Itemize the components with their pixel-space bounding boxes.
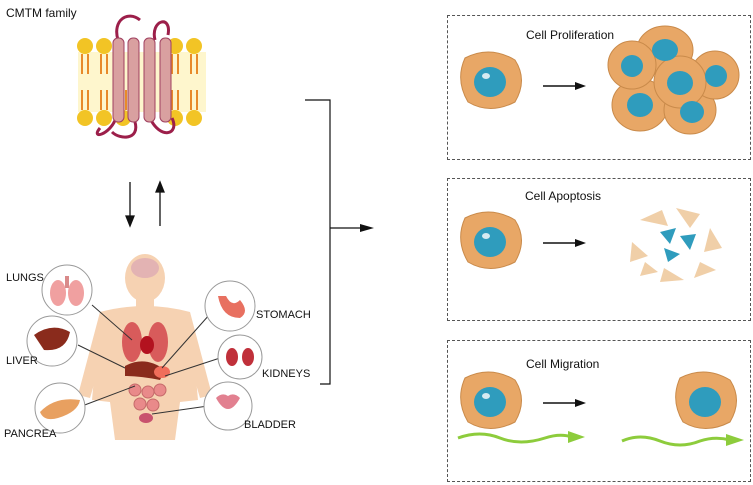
panel-cell-apoptosis: Cell Apoptosis <box>447 178 751 321</box>
pancreas-icon <box>34 382 86 434</box>
organ-label-bladder: BLADDER <box>244 419 296 431</box>
proliferation-single-cell <box>460 51 522 109</box>
migration-path-left <box>457 431 585 444</box>
liver-icon <box>26 315 78 367</box>
migration-end-cell <box>675 371 737 429</box>
organ-label-lungs: LUNGS <box>6 272 44 284</box>
bracket-arrowhead <box>360 224 374 232</box>
cell-membrane <box>77 38 206 126</box>
membrane-title: CMTM family <box>6 6 77 20</box>
kidneys-icon <box>217 334 263 380</box>
bladder-icon <box>203 381 253 431</box>
apoptotic-cell-fragments <box>630 208 722 282</box>
internal-organs <box>122 322 170 423</box>
cmtm-protein <box>95 14 176 139</box>
migration-start-cell <box>460 371 522 429</box>
brain <box>131 258 159 278</box>
apoptosis-arrow <box>543 239 586 247</box>
migration-path-right <box>621 434 744 447</box>
panel-cell-proliferation: Cell Proliferation <box>447 15 751 160</box>
lungs-icon <box>41 264 93 316</box>
panel-title-migration: Cell Migration <box>526 357 600 371</box>
organ-label-liver: LIVER <box>6 355 38 367</box>
panel-cell-migration: Cell Migration <box>447 340 751 482</box>
organ-label-stomach: STOMACH <box>256 309 311 321</box>
proliferation-arrow <box>543 82 586 90</box>
stomach-icon <box>204 280 256 332</box>
apoptosis-single-cell <box>460 211 522 269</box>
panel-title-apoptosis: Cell Apoptosis <box>525 189 602 203</box>
panel-title-proliferation: Cell Proliferation <box>526 28 615 42</box>
bidirectional-arrows <box>125 180 165 228</box>
bracket-connector <box>305 99 368 385</box>
organ-label-kidneys: KIDNEYS <box>262 368 311 380</box>
organ-label-pancreas: PANCREA <box>4 428 57 440</box>
proliferating-cell-cluster <box>607 25 740 135</box>
migration-arrow <box>543 399 586 407</box>
